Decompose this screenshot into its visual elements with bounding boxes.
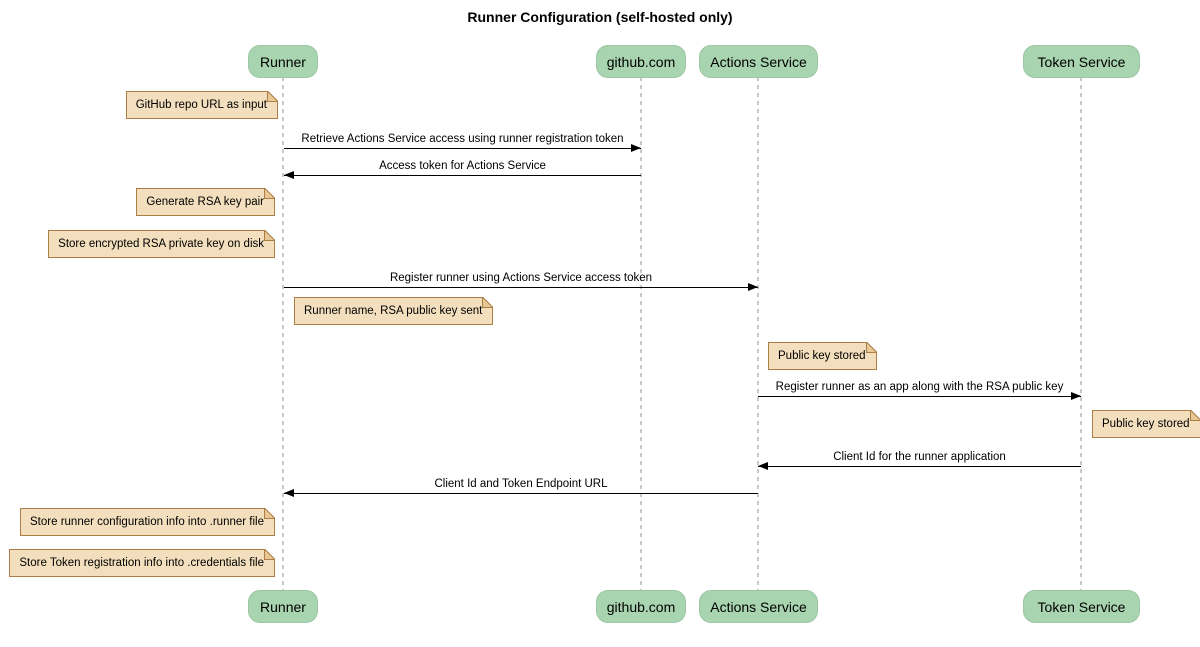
lifeline-github-com: [640, 77, 642, 591]
message-retrieve-actions-access: Retrieve Actions Service access using ru…: [284, 133, 641, 152]
message-arrow-right: [284, 283, 758, 291]
lifeline-token-service: [1080, 77, 1082, 591]
note-generate-rsa-key: Generate RSA key pair: [136, 188, 275, 216]
message-register-runner: Register runner using Actions Service ac…: [284, 272, 758, 291]
participant-top-actions-service: Actions Service: [699, 45, 818, 78]
participant-bottom-actions-service: Actions Service: [699, 590, 818, 623]
participant-bottom-github-com: github.com: [596, 590, 686, 623]
message-arrow-left: [284, 489, 758, 497]
note-store-runner-file: Store runner configuration info into .ru…: [20, 508, 275, 536]
note-public-key-stored-ts: Public key stored: [1092, 410, 1200, 438]
message-client-id-runner-app: Client Id for the runner application: [758, 451, 1081, 470]
message-label: Retrieve Actions Service access using ru…: [301, 133, 624, 145]
note-public-key-stored-as: Public key stored: [768, 342, 877, 370]
message-label: Register runner as an app along with the…: [775, 381, 1064, 393]
diagram-title: Runner Configuration (self-hosted only): [467, 9, 733, 25]
message-label: Access token for Actions Service: [379, 160, 546, 172]
participant-top-github-com: github.com: [596, 45, 686, 78]
participant-bottom-runner: Runner: [248, 590, 318, 623]
message-register-runner-app: Register runner as an app along with the…: [758, 381, 1081, 400]
participant-top-token-service: Token Service: [1023, 45, 1140, 78]
message-label: Register runner using Actions Service ac…: [389, 272, 653, 284]
message-arrow-right: [284, 144, 641, 152]
message-label: Client Id and Token Endpoint URL: [434, 478, 608, 490]
lifeline-actions-service: [757, 77, 759, 591]
participant-bottom-token-service: Token Service: [1023, 590, 1140, 623]
message-arrow-left: [758, 462, 1081, 470]
note-runner-name-pubkey: Runner name, RSA public key sent: [294, 297, 494, 325]
note-store-credentials-file: Store Token registration info into .cred…: [9, 549, 275, 577]
message-label: Client Id for the runner application: [833, 451, 1006, 463]
message-arrow-right: [758, 392, 1081, 400]
lifeline-runner: [282, 77, 284, 591]
note-github-repo-url: GitHub repo URL as input: [125, 91, 279, 119]
note-store-private-key: Store encrypted RSA private key on disk: [48, 230, 275, 258]
message-access-token-returned: Access token for Actions Service: [284, 160, 641, 179]
message-client-id-endpoint: Client Id and Token Endpoint URL: [284, 478, 758, 497]
participant-top-runner: Runner: [248, 45, 318, 78]
message-arrow-left: [284, 171, 641, 179]
